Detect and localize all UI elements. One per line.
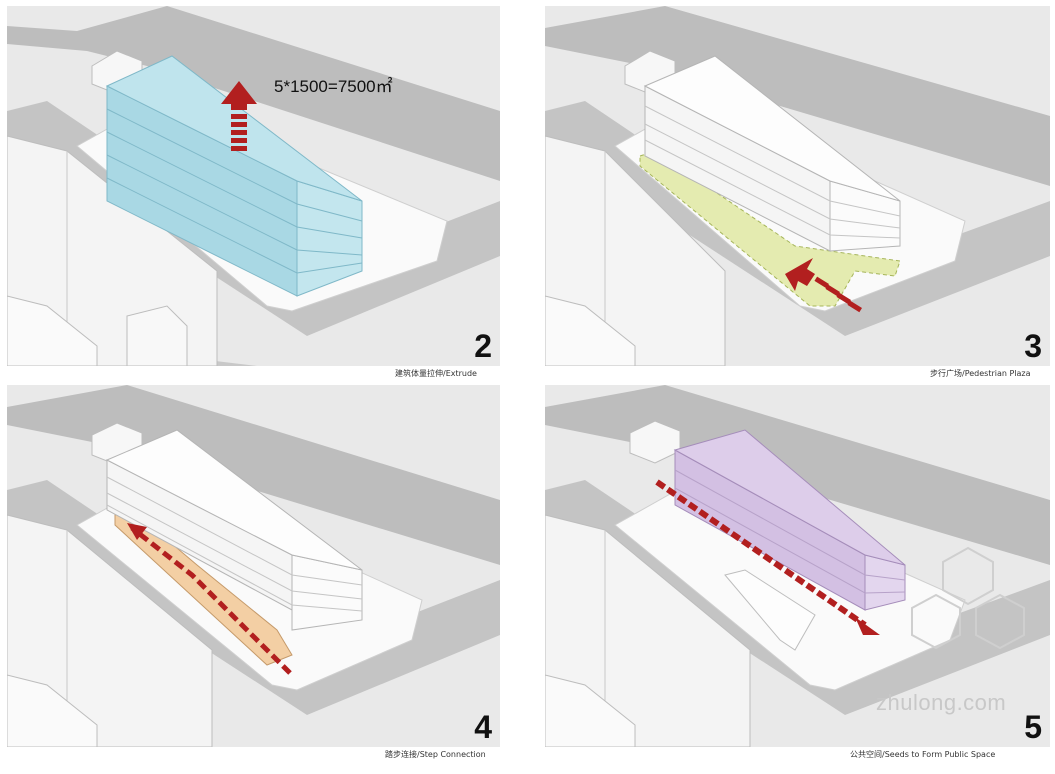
- mass-roof: [105, 429, 363, 571]
- step-arrowhead: [127, 523, 147, 540]
- public-space-wedge: [724, 569, 816, 651]
- panel-caption: 步行广场/Pedestrian Plaza: [930, 369, 1031, 378]
- panel-number: 5: [1024, 709, 1042, 745]
- road: [7, 6, 500, 181]
- neighbor-building: [7, 295, 98, 366]
- mass-roof: [673, 429, 906, 566]
- floor-lines: [106, 476, 363, 612]
- area-formula: 5*1500=7500㎡: [274, 77, 393, 96]
- neighbor-building: [7, 514, 213, 747]
- panel-step-drawing: [7, 385, 500, 747]
- road: [545, 6, 1050, 186]
- panel-number: 2: [474, 328, 492, 364]
- watermark-logo: [911, 546, 1025, 650]
- pedestrian-arrow: [785, 258, 862, 313]
- public-space-arrowhead: [855, 617, 880, 635]
- panel-step: 4: [7, 385, 500, 747]
- neighbor-building: [126, 305, 188, 366]
- neighbor-building: [7, 674, 98, 747]
- panel-number: 3: [1024, 328, 1042, 364]
- panel-caption: 公共空间/Seeds to Form Public Space: [850, 750, 996, 759]
- step-path-arrow: [130, 526, 292, 675]
- panel-plaza: 3: [545, 6, 1050, 366]
- neighbor-building: [545, 295, 636, 366]
- panel-caption: 踏步连接/Step Connection: [385, 750, 486, 759]
- extrude-arrow: [221, 81, 257, 151]
- neighbor-building: [545, 135, 726, 366]
- panel-caption: 建筑体量拉伸/Extrude: [395, 369, 477, 378]
- public-space-arrow: [655, 479, 867, 628]
- panel-public-space-drawing: [545, 385, 1050, 747]
- neighbor-building: [545, 674, 636, 747]
- floor-lines: [674, 469, 906, 594]
- panel-plaza-drawing: [545, 6, 1050, 366]
- panel-public-space: 5: [545, 385, 1050, 747]
- floor-lines: [644, 105, 901, 239]
- neighbor-building: [545, 514, 751, 747]
- panel-extrude: 2: [7, 6, 500, 366]
- panel-extrude-drawing: [7, 6, 500, 366]
- pedestrian-plaza: [639, 150, 901, 307]
- watermark-text: zhulong.com: [876, 690, 1007, 715]
- mass-roof: [643, 55, 901, 202]
- floor-lines: [106, 108, 363, 274]
- panel-number: 4: [474, 709, 492, 745]
